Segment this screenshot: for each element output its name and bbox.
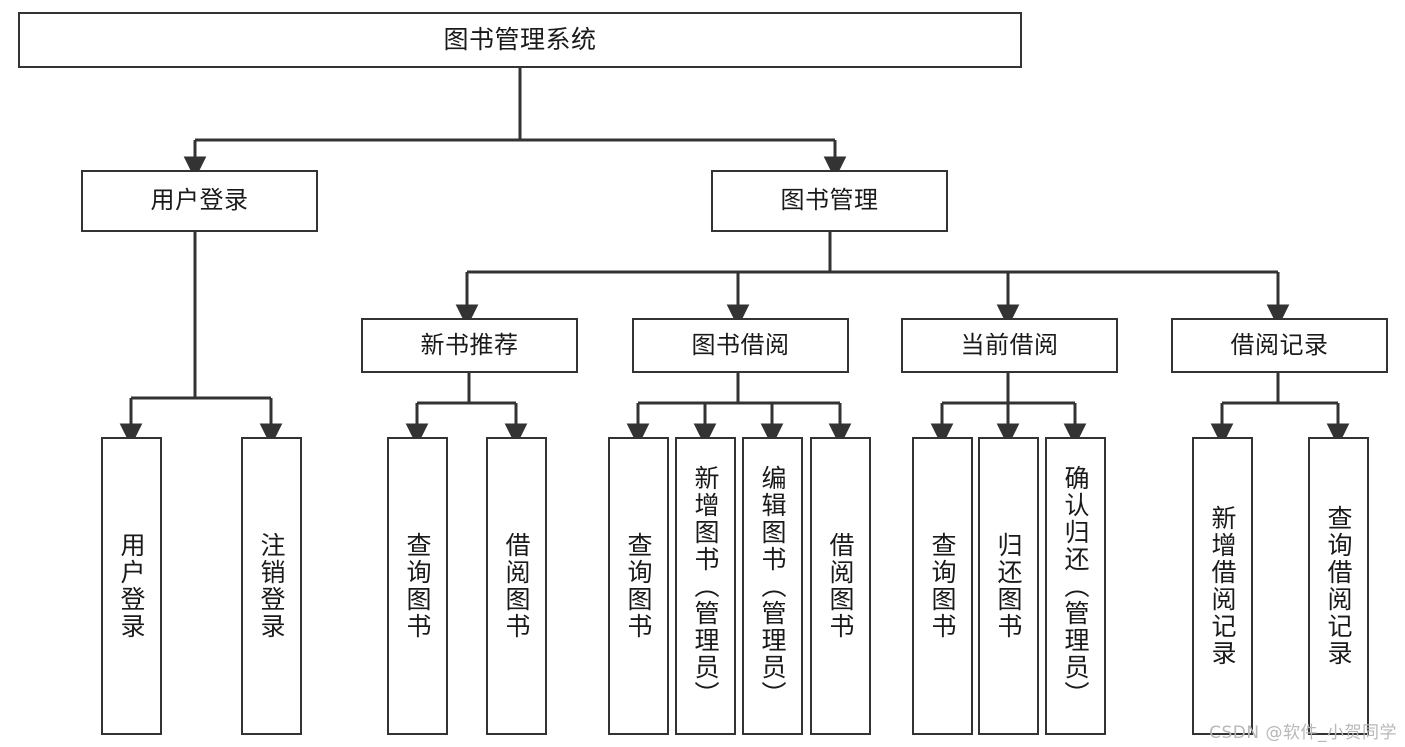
node-leaf-query-book-3-label: 查询图书 [928, 532, 957, 640]
node-leaf-query-book-1-label: 查询图书 [403, 532, 432, 640]
node-leaf-logout-label: 注销登录 [257, 532, 286, 640]
node-user-login-label: 用户登录 [150, 186, 249, 215]
node-leaf-query-book-3[interactable]: 查询图书 [912, 437, 973, 735]
node-current-borrow-label: 当前借阅 [960, 330, 1059, 359]
node-leaf-borrow-book-1-label: 借阅图书 [502, 532, 531, 640]
node-leaf-edit-book-label: 编辑图书（管理员） [758, 464, 787, 708]
node-new-book-recommend[interactable]: 新书推荐 [361, 318, 578, 373]
node-book-manage[interactable]: 图书管理 [711, 170, 948, 232]
node-leaf-edit-book[interactable]: 编辑图书（管理员） [742, 437, 803, 735]
csdn-watermark: CSDN @软件_小贺同学 [1209, 723, 1397, 743]
node-leaf-return-book[interactable]: 归还图书 [978, 437, 1039, 735]
node-book-borrow-label: 图书借阅 [691, 330, 790, 359]
node-book-manage-label: 图书管理 [780, 186, 879, 215]
node-root-label: 图书管理系统 [443, 24, 597, 54]
node-leaf-query-book-2-label: 查询图书 [624, 532, 653, 640]
node-new-book-recommend-label: 新书推荐 [420, 330, 519, 359]
node-leaf-user-login-label: 用户登录 [117, 532, 146, 640]
node-leaf-borrow-book-2-label: 借阅图书 [826, 532, 855, 640]
node-leaf-confirm-return-label: 确认归还（管理员） [1061, 464, 1090, 708]
node-leaf-query-record[interactable]: 查询借阅记录 [1308, 437, 1369, 735]
node-current-borrow[interactable]: 当前借阅 [901, 318, 1118, 373]
node-borrow-record-label: 借阅记录 [1230, 330, 1329, 359]
node-book-borrow[interactable]: 图书借阅 [632, 318, 849, 373]
node-leaf-user-login[interactable]: 用户登录 [101, 437, 162, 735]
node-leaf-query-book-2[interactable]: 查询图书 [608, 437, 669, 735]
node-leaf-add-record[interactable]: 新增借阅记录 [1192, 437, 1253, 735]
node-borrow-record[interactable]: 借阅记录 [1171, 318, 1388, 373]
node-leaf-borrow-book-1[interactable]: 借阅图书 [486, 437, 547, 735]
node-leaf-add-record-label: 新增借阅记录 [1208, 505, 1237, 667]
node-leaf-borrow-book-2[interactable]: 借阅图书 [810, 437, 871, 735]
node-leaf-return-book-label: 归还图书 [994, 532, 1023, 640]
node-leaf-logout[interactable]: 注销登录 [241, 437, 302, 735]
node-leaf-confirm-return[interactable]: 确认归还（管理员） [1045, 437, 1106, 735]
node-leaf-add-book[interactable]: 新增图书（管理员） [675, 437, 736, 735]
node-leaf-add-book-label: 新增图书（管理员） [691, 464, 720, 708]
node-leaf-query-book-1[interactable]: 查询图书 [387, 437, 448, 735]
node-root[interactable]: 图书管理系统 [18, 12, 1022, 68]
node-user-login[interactable]: 用户登录 [81, 170, 318, 232]
node-leaf-query-record-label: 查询借阅记录 [1324, 505, 1353, 667]
